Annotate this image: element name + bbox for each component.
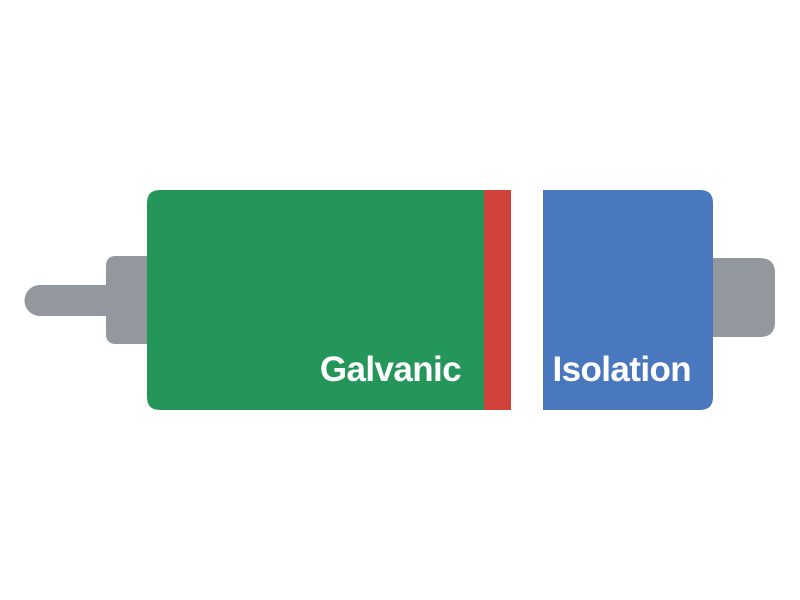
- galvanic-block: [147, 190, 485, 410]
- galvanic-label: Galvanic: [320, 350, 461, 389]
- right-connector: [705, 258, 775, 337]
- red-stripe: [484, 190, 511, 410]
- left-collar: [106, 256, 150, 344]
- isolation-label: Isolation: [553, 350, 692, 389]
- left-connector: [24, 256, 150, 344]
- left-pin: [24, 285, 115, 316]
- isolation-block: [543, 190, 713, 410]
